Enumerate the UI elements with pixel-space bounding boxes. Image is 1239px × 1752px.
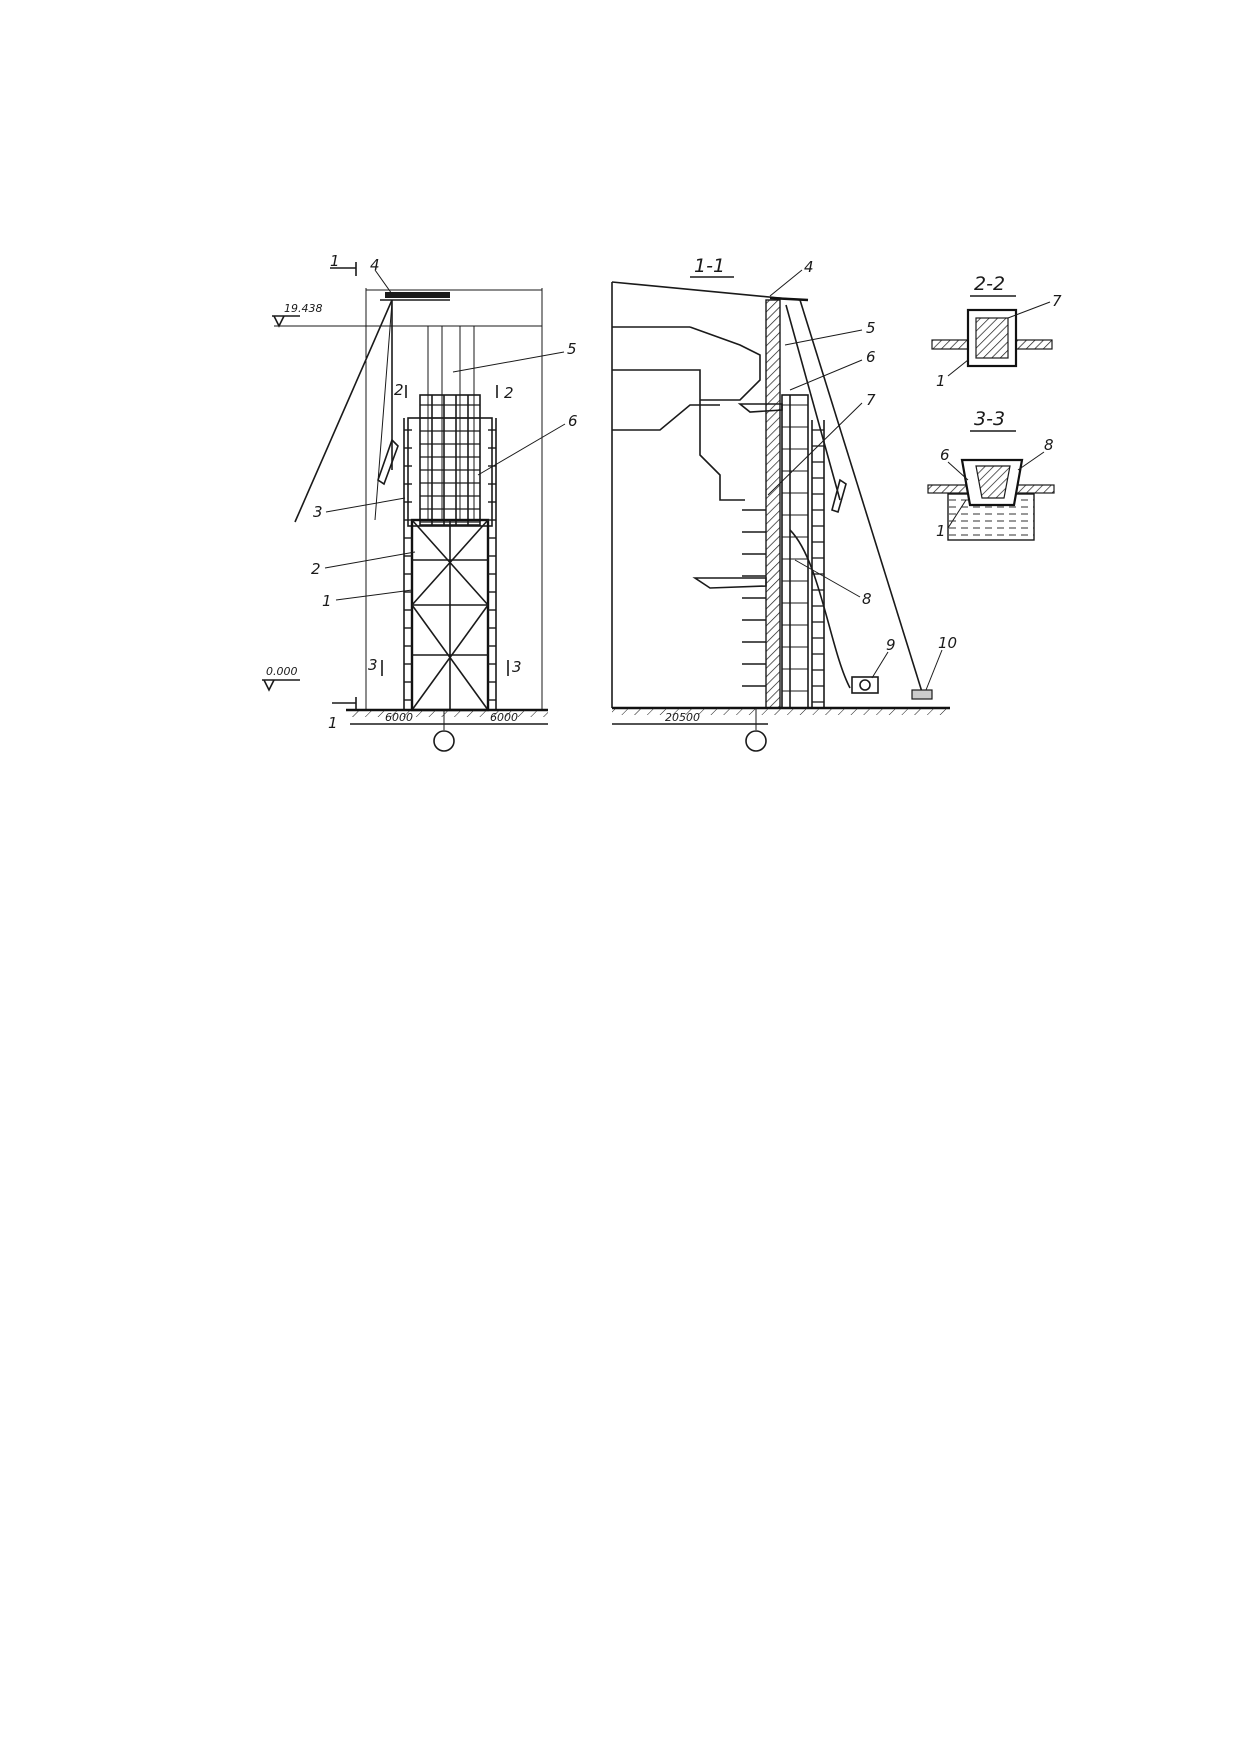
section-2-2-title: 2-2 bbox=[974, 273, 1005, 295]
s11-callout-9: 9 bbox=[886, 636, 896, 654]
s11-callout-7: 7 bbox=[866, 391, 876, 409]
axis-marker bbox=[433, 730, 455, 752]
s11-callout-10: 10 bbox=[938, 634, 957, 652]
section-1-1-title: 1-1 bbox=[694, 255, 725, 277]
callout-3: 3 bbox=[313, 503, 323, 521]
s11-callout-6: 6 bbox=[866, 348, 876, 366]
section-3-3-title: 3-3 bbox=[974, 408, 1005, 430]
callout-6: 6 bbox=[568, 412, 578, 430]
section-3-3-view: 3-3 6 8 1 bbox=[927, 408, 1055, 541]
section-mark-1-top: 1 bbox=[330, 252, 340, 270]
level-top-label: 19.438 bbox=[284, 302, 323, 315]
section-2-2-view: 2-2 7 1 bbox=[931, 273, 1062, 390]
callout-1: 1 bbox=[322, 592, 332, 610]
section-mark-2-left: 2 bbox=[394, 381, 404, 399]
callout-4: 4 bbox=[370, 256, 380, 274]
s33-callout-6: 6 bbox=[940, 446, 950, 464]
s11-callout-8: 8 bbox=[862, 590, 872, 608]
dim-left-label: 6000 bbox=[385, 711, 413, 724]
callout-2: 2 bbox=[311, 560, 321, 578]
s11-callout-4: 4 bbox=[804, 258, 814, 276]
section-1-1-dim: 20500 bbox=[665, 711, 700, 724]
axis-marker-section bbox=[745, 730, 767, 752]
s33-callout-1: 1 bbox=[936, 522, 946, 540]
dim-right-label: 6000 bbox=[490, 711, 518, 724]
s22-callout-7: 7 bbox=[1052, 292, 1062, 310]
section-mark-3-right: 3 bbox=[512, 658, 522, 676]
elevation-view: 19.438 0.000 6000 6000 1 1 2 2 3 3 1 2 3… bbox=[262, 252, 578, 752]
level-zero-label: 0.000 bbox=[266, 665, 298, 678]
s33-callout-8: 8 bbox=[1044, 436, 1054, 454]
section-mark-2-right: 2 bbox=[504, 384, 514, 402]
section-mark-1-bottom: 1 bbox=[328, 714, 338, 732]
callout-5: 5 bbox=[567, 340, 577, 358]
s11-callout-5: 5 bbox=[866, 319, 876, 337]
s22-callout-1: 1 bbox=[936, 372, 946, 390]
section-1-1-view: 1-1 bbox=[611, 255, 957, 752]
section-mark-3-left: 3 bbox=[368, 656, 378, 674]
